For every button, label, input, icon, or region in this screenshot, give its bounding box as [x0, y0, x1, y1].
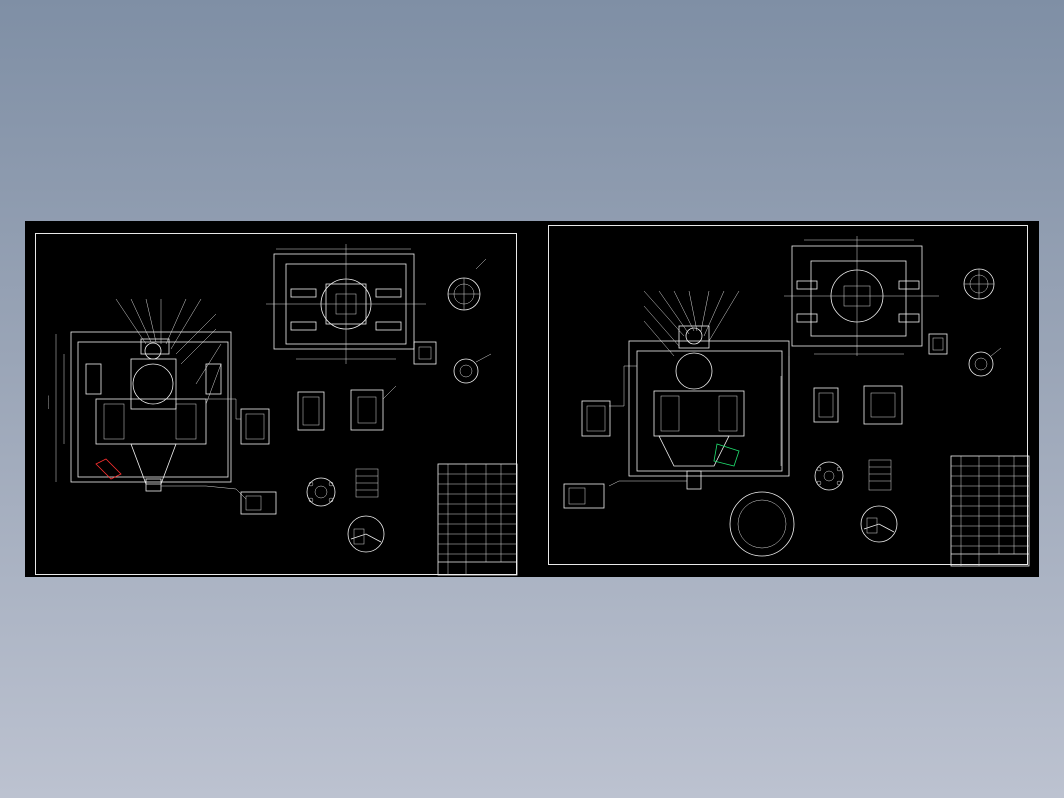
assembly-drawing-left: ______	[45, 244, 518, 576]
detail-views-right	[729, 268, 1002, 557]
detail-views	[297, 258, 492, 553]
main-assembly-view-right	[563, 290, 790, 509]
drawing-sheet-right[interactable]	[548, 225, 1030, 567]
assembly-drawing-right	[563, 236, 1030, 567]
main-assembly-view: ______	[45, 298, 277, 515]
svg-text:______: ______	[45, 395, 50, 410]
title-block-right	[950, 455, 1030, 567]
plan-view	[266, 244, 426, 364]
drawing-sheet-left[interactable]: ______	[35, 233, 518, 576]
title-block	[437, 463, 518, 576]
cad-drawing-viewport[interactable]: ______	[25, 221, 1039, 577]
plan-view-right	[784, 236, 939, 356]
